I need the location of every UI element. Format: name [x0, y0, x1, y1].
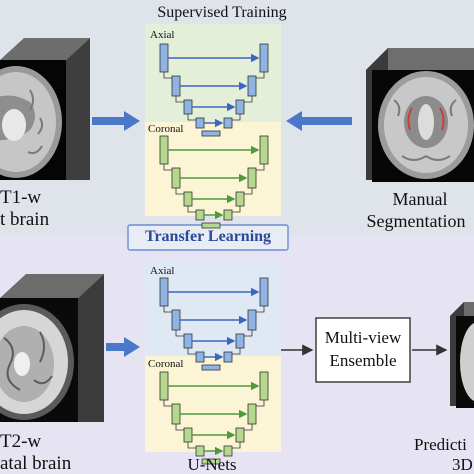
coronal-top-down-connector [187, 206, 196, 213]
coronal-top-encoder-block [183, 191, 193, 207]
arrow-left-icon [286, 111, 352, 131]
axial-top-decoder-block [247, 75, 257, 97]
manual-caption-line1: Manual [392, 189, 448, 209]
ensemble-label-line1: Multi-view [324, 328, 402, 347]
axial-top-decoder-block [223, 117, 233, 129]
axial-bottom-decoder-block [235, 333, 245, 349]
axial-top-encoder-block [159, 43, 169, 73]
coronal-top-decoder-block [235, 191, 245, 207]
axial-bottom-decoder-block [223, 351, 233, 363]
brain-mri-icon [366, 48, 474, 182]
coronal-bottom-up-connector [244, 424, 253, 431]
coronal-top-up-connector [232, 206, 241, 213]
axial-bottom-encoder-block [183, 333, 193, 349]
brain-mri-icon [0, 38, 90, 180]
supervised-training-title: Supervised Training [157, 4, 287, 21]
arrow-right-icon [92, 111, 140, 131]
t2-caption-line2: atal brain [0, 453, 72, 474]
prediction-caption-line1: Predicti [414, 435, 467, 454]
coronal-bottom-down-connector [187, 442, 196, 449]
unets-label: U-Nets [187, 455, 237, 474]
coronal-bottom-decoder-block [247, 403, 257, 425]
arrow-right-icon [106, 337, 140, 357]
transfer-learning-label: Transfer Learning [144, 228, 272, 245]
prediction-image [450, 290, 474, 410]
coronal-bottom-decoder-block [235, 427, 245, 443]
axial-top-encoder-block [195, 117, 205, 129]
coronal-bottom-decoder-block [259, 371, 269, 401]
axial-bottom-down-connector [187, 348, 196, 355]
ensemble-box [315, 317, 411, 383]
axial-bottom-unet [159, 277, 269, 371]
axial-bottom-up-connector [256, 306, 265, 313]
coronal-top-down-connector [163, 164, 172, 171]
axial-bottom-encoder-block [171, 309, 181, 331]
axial-bottom-decoder-block [247, 309, 257, 331]
axial-top-up-connector [244, 96, 253, 103]
t2-fetal-brain-image [0, 268, 104, 428]
axial-bottom-up-connector [232, 348, 241, 355]
axial-top-unet [159, 43, 269, 137]
t1-brain-image [0, 30, 90, 185]
coronal-top-encoder-block [159, 135, 169, 165]
axial-bottom-down-connector [175, 330, 184, 337]
t1-caption-line1: T1-w [0, 187, 42, 208]
axial-top-decoder-block [235, 99, 245, 115]
axial-top-up-connector [256, 72, 265, 79]
coronal-bottom-down-connector [163, 400, 172, 407]
coronal-top-bottleneck-block [201, 222, 221, 229]
coronal-bottom-encoder-block [183, 427, 193, 443]
t2-caption-line1: T2-w [0, 431, 42, 452]
coronal-bottom-up-connector [256, 400, 265, 407]
axial-top-encoder-block [183, 99, 193, 115]
coronal-top-up-connector [244, 188, 253, 195]
brain-mri-icon [450, 302, 474, 408]
axial-top-down-connector [187, 114, 196, 121]
axial-bottom-encoder-block [159, 277, 169, 307]
axial-bottom-decoder-block [259, 277, 269, 307]
axial-top-decoder-block [259, 43, 269, 73]
ensemble-label-line2: Ensemble [329, 351, 397, 370]
axial-label-top: Axial [150, 29, 175, 41]
coronal-top-decoder-block [247, 167, 257, 189]
prediction-caption-line2: 3D [452, 455, 473, 474]
coronal-top-decoder-block [223, 209, 233, 221]
axial-bottom-up-connector [244, 330, 253, 337]
axial-label-bottom: Axial [150, 265, 175, 277]
coronal-bottom-encoder-block [171, 403, 181, 425]
coronal-bottom-bottleneck-block [201, 458, 221, 465]
coronal-bottom-decoder-block [223, 445, 233, 457]
axial-bottom-encoder-block [195, 351, 205, 363]
brain-mri-icon [0, 274, 104, 422]
axial-bottom-down-connector [163, 306, 172, 313]
manual-segmentation-image [358, 30, 474, 185]
coronal-bottom-up-connector [232, 442, 241, 449]
axial-top-down-connector [163, 72, 172, 79]
coronal-label-top: Coronal [148, 123, 184, 135]
axial-top-bottleneck-block [201, 130, 221, 137]
axial-bottom-bottleneck-block [201, 364, 221, 371]
coronal-bottom-down-connector [175, 424, 184, 431]
coronal-top-encoder-block [195, 209, 205, 221]
coronal-top-encoder-block [171, 167, 181, 189]
coronal-label-bottom: Coronal [148, 358, 184, 370]
axial-top-down-connector [175, 96, 184, 103]
coronal-bottom-unet [159, 371, 269, 465]
coronal-bottom-encoder-block [159, 371, 169, 401]
coronal-top-up-connector [256, 164, 265, 171]
axial-top-up-connector [232, 114, 241, 121]
coronal-top-decoder-block [259, 135, 269, 165]
t1-caption-line2: t brain [0, 209, 50, 230]
axial-top-encoder-block [171, 75, 181, 97]
manual-caption-line2: Segmentation [366, 211, 466, 231]
coronal-top-unet [159, 135, 269, 229]
axial-unet-box-top [145, 24, 281, 122]
coronal-top-down-connector [175, 188, 184, 195]
